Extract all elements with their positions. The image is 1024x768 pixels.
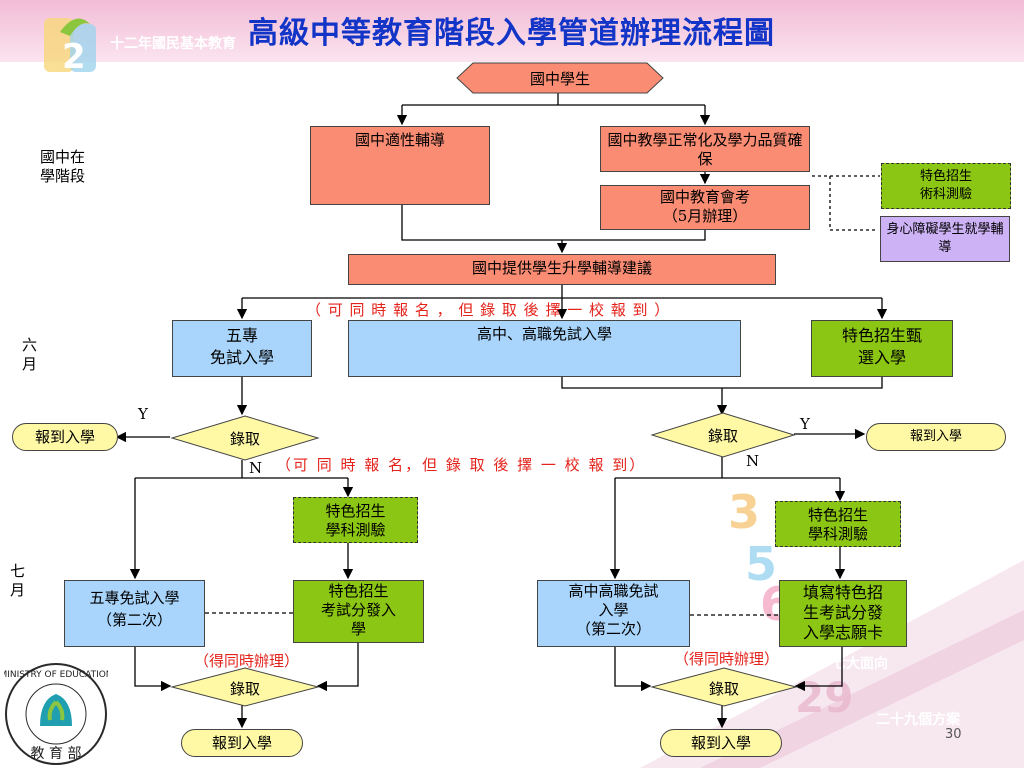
node-normalize: 國中教學正常化及學力品質確保 xyxy=(600,126,810,172)
stage-label-junior-high: 國中在 學階段 xyxy=(40,148,86,185)
decision-left-label: 錄取 xyxy=(229,430,260,448)
ministry-of-education-seal-icon: MINISTRY OF EDUCATION 教 育 部 xyxy=(4,663,108,765)
bg-number-5: 5 xyxy=(745,537,777,591)
edge-right-no: N xyxy=(746,452,760,470)
decision-right-label: 錄取 xyxy=(707,427,738,445)
node-left-special-exam: 特色招生 考試分發入 學 xyxy=(293,580,424,643)
node-high-free-label: 高中、高職免試入學 xyxy=(476,325,612,343)
note-concurrent-right: （得同時辦理） xyxy=(674,650,780,668)
bg-label-29: 二十九個方案 xyxy=(876,711,961,728)
stage-label-june: 六 月 xyxy=(22,336,38,373)
node-guidance-label: 國中適性輔導 xyxy=(354,131,445,149)
node-advice: 國中提供學生升學輔導建議 xyxy=(348,254,776,285)
node-advice-label: 國中提供學生升學輔導建議 xyxy=(471,259,652,277)
edge-right-yes: Y xyxy=(800,415,810,433)
node-five-year-2-label: 五專免試入學 （第二次） xyxy=(89,589,180,629)
start-node-label: 國中學生 xyxy=(529,70,590,88)
node-high-free: 高中、高職免試入學 xyxy=(348,320,741,377)
decision-right-final-label: 錄取 xyxy=(708,680,739,698)
stage-label-july: 七 月 xyxy=(10,562,26,599)
node-arts-test: 特色招生 術科測驗 xyxy=(881,163,1011,209)
node-exam: 國中教育會考 （5月辦理） xyxy=(600,185,810,230)
logo-text: 十二年國民基本教育 xyxy=(110,36,236,52)
outcome-left-enroll: 報到入學 xyxy=(12,423,118,451)
twelve-year-logo-icon: 2 xyxy=(44,18,96,76)
node-normalize-label: 國中教學正常化及學力品質確保 xyxy=(607,131,803,168)
bg-label-seven: 七大面向 xyxy=(832,655,888,672)
page-number: 30 xyxy=(945,727,962,742)
page-title: 高級中等教育階段入學管道辦理流程圖 xyxy=(248,16,775,51)
decision-left-final-label: 錄取 xyxy=(229,680,260,698)
edge-left-no: N xyxy=(249,459,263,477)
node-special-select-label: 特色招生甄 選入學 xyxy=(841,326,922,367)
node-right-special-fill: 填寫特色招 生考試分發 入學志願卡 xyxy=(779,580,907,647)
node-five-year-label: 五專 免試入學 xyxy=(209,326,274,367)
node-right-subject-test-label: 特色招生 學科測驗 xyxy=(807,506,868,543)
node-left-subject-test: 特色招生 學科測驗 xyxy=(293,497,418,543)
svg-text:2: 2 xyxy=(62,37,86,76)
start-node-shape xyxy=(456,62,664,94)
svg-text:MINISTRY OF EDUCATION: MINISTRY OF EDUCATION xyxy=(4,670,108,680)
bg-label-five: 五大 xyxy=(798,563,826,580)
node-guidance: 國中適性輔導 xyxy=(310,126,490,205)
decision-right-shape xyxy=(650,412,796,458)
decision-left-shape xyxy=(170,415,320,461)
outcome-right-enroll: 報到入學 xyxy=(866,423,1006,451)
svg-text:教 育 部: 教 育 部 xyxy=(31,746,82,762)
decision-left-final-shape xyxy=(170,667,320,707)
node-high-free-2: 高中高職免試 入學 （第二次） xyxy=(537,580,690,647)
node-arts-test-label: 特色招生 術科測驗 xyxy=(919,169,972,202)
outcome-left-final-enroll: 報到入學 xyxy=(181,729,303,757)
decision-right-final-shape xyxy=(650,667,798,707)
node-right-subject-test: 特色招生 學科測驗 xyxy=(775,501,901,547)
node-high-free-2-label: 高中高職免試 入學 （第二次） xyxy=(568,582,659,638)
note-apply-both-2: （可 同 時 報 名，但 錄 取 後 擇 一 校 報 到） xyxy=(276,456,647,474)
node-right-special-fill-label: 填寫特色招 生考試分發 入學志願卡 xyxy=(802,583,883,642)
outcome-right-final-enroll: 報到入學 xyxy=(660,729,782,757)
note-concurrent-left: （得同時辦理） xyxy=(194,652,300,670)
node-five-year: 五專 免試入學 xyxy=(172,320,312,377)
bg-number-3: 3 xyxy=(728,485,760,539)
edge-left-yes: Y xyxy=(138,405,148,423)
node-disability-label: 身心障礙學生就學輔導 xyxy=(886,222,1004,255)
node-five-year-2: 五專免試入學 （第二次） xyxy=(64,580,205,647)
node-left-special-exam-label: 特色招生 考試分發入 學 xyxy=(320,582,396,638)
note-apply-both-1: （ 可 同 時 報 名 ， 但 錄 取 後 擇 一 校 報 到 ） xyxy=(306,301,671,319)
node-left-subject-test-label: 特色招生 學科測驗 xyxy=(325,502,386,539)
node-special-select: 特色招生甄 選入學 xyxy=(811,320,953,377)
node-disability: 身心障礙學生就學輔導 xyxy=(880,216,1010,262)
node-exam-label: 國中教育會考 （5月辦理） xyxy=(659,188,750,225)
